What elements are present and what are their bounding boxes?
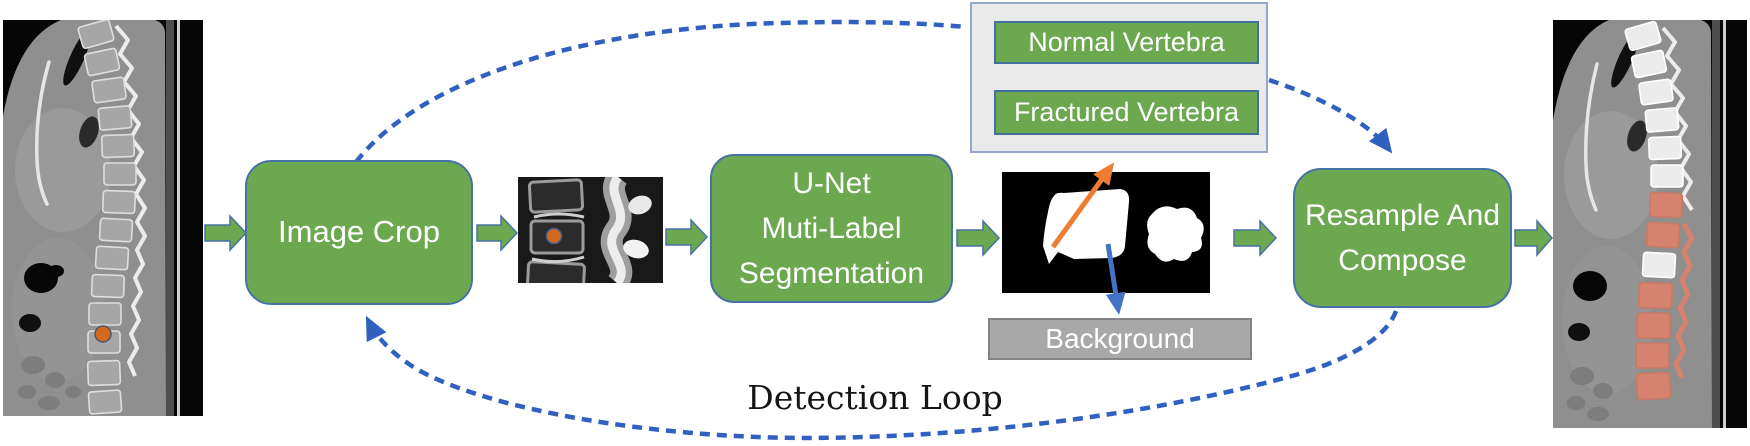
input-ct-image [3, 20, 203, 416]
legend-fractured-vertebra: Fractured Vertebra [994, 90, 1259, 135]
loop-arc-top-right [1268, 77, 1393, 154]
flow-arrow-5-icon [1233, 219, 1278, 257]
detection-loop-label: Detection Loop [747, 378, 1003, 417]
legend-panel: Normal Vertebra Fractured Vertebra [970, 2, 1268, 153]
flow-arrow-2-icon [476, 214, 519, 252]
image-crop-label: Image Crop [278, 214, 440, 250]
fractured-posterior-highlight [1673, 222, 1695, 379]
background-label: Background [1045, 323, 1195, 354]
unet-label-line2: Muti-Label [761, 212, 902, 245]
vertebra-mask-left [1043, 189, 1130, 264]
flow-arrow-3-icon [665, 218, 709, 256]
vertebra-mask-right [1147, 206, 1204, 262]
flow-arrow-1-icon [204, 214, 248, 252]
flow-arrow-6-icon [1514, 219, 1554, 257]
flow-arrow-4-icon [956, 219, 1001, 257]
image-crop-node: Image Crop [245, 160, 473, 305]
unet-label-line1: U-Net [792, 167, 871, 200]
output-ct-image [1553, 20, 1747, 428]
resample-label-line1: Resample And [1304, 199, 1501, 232]
segmentation-mask-image [1002, 172, 1210, 293]
unet-segmentation-node: U-Net Muti-Label Segmentation [710, 154, 953, 303]
resample-label-line2: Compose [1338, 244, 1467, 277]
unet-label-line3: Segmentation [738, 257, 925, 290]
seed-point-dot [545, 227, 563, 245]
cropped-patch-image [518, 177, 663, 283]
loop-arc-top-left [354, 19, 967, 164]
resample-compose-node: Resample And Compose [1293, 168, 1512, 308]
legend-fractured-label: Fractured Vertebra [1013, 97, 1240, 127]
background-label-box: Background [988, 318, 1252, 360]
legend-normal-label: Normal Vertebra [1028, 27, 1225, 57]
seed-point-dot [94, 325, 112, 343]
legend-normal-vertebra: Normal Vertebra [994, 21, 1259, 64]
